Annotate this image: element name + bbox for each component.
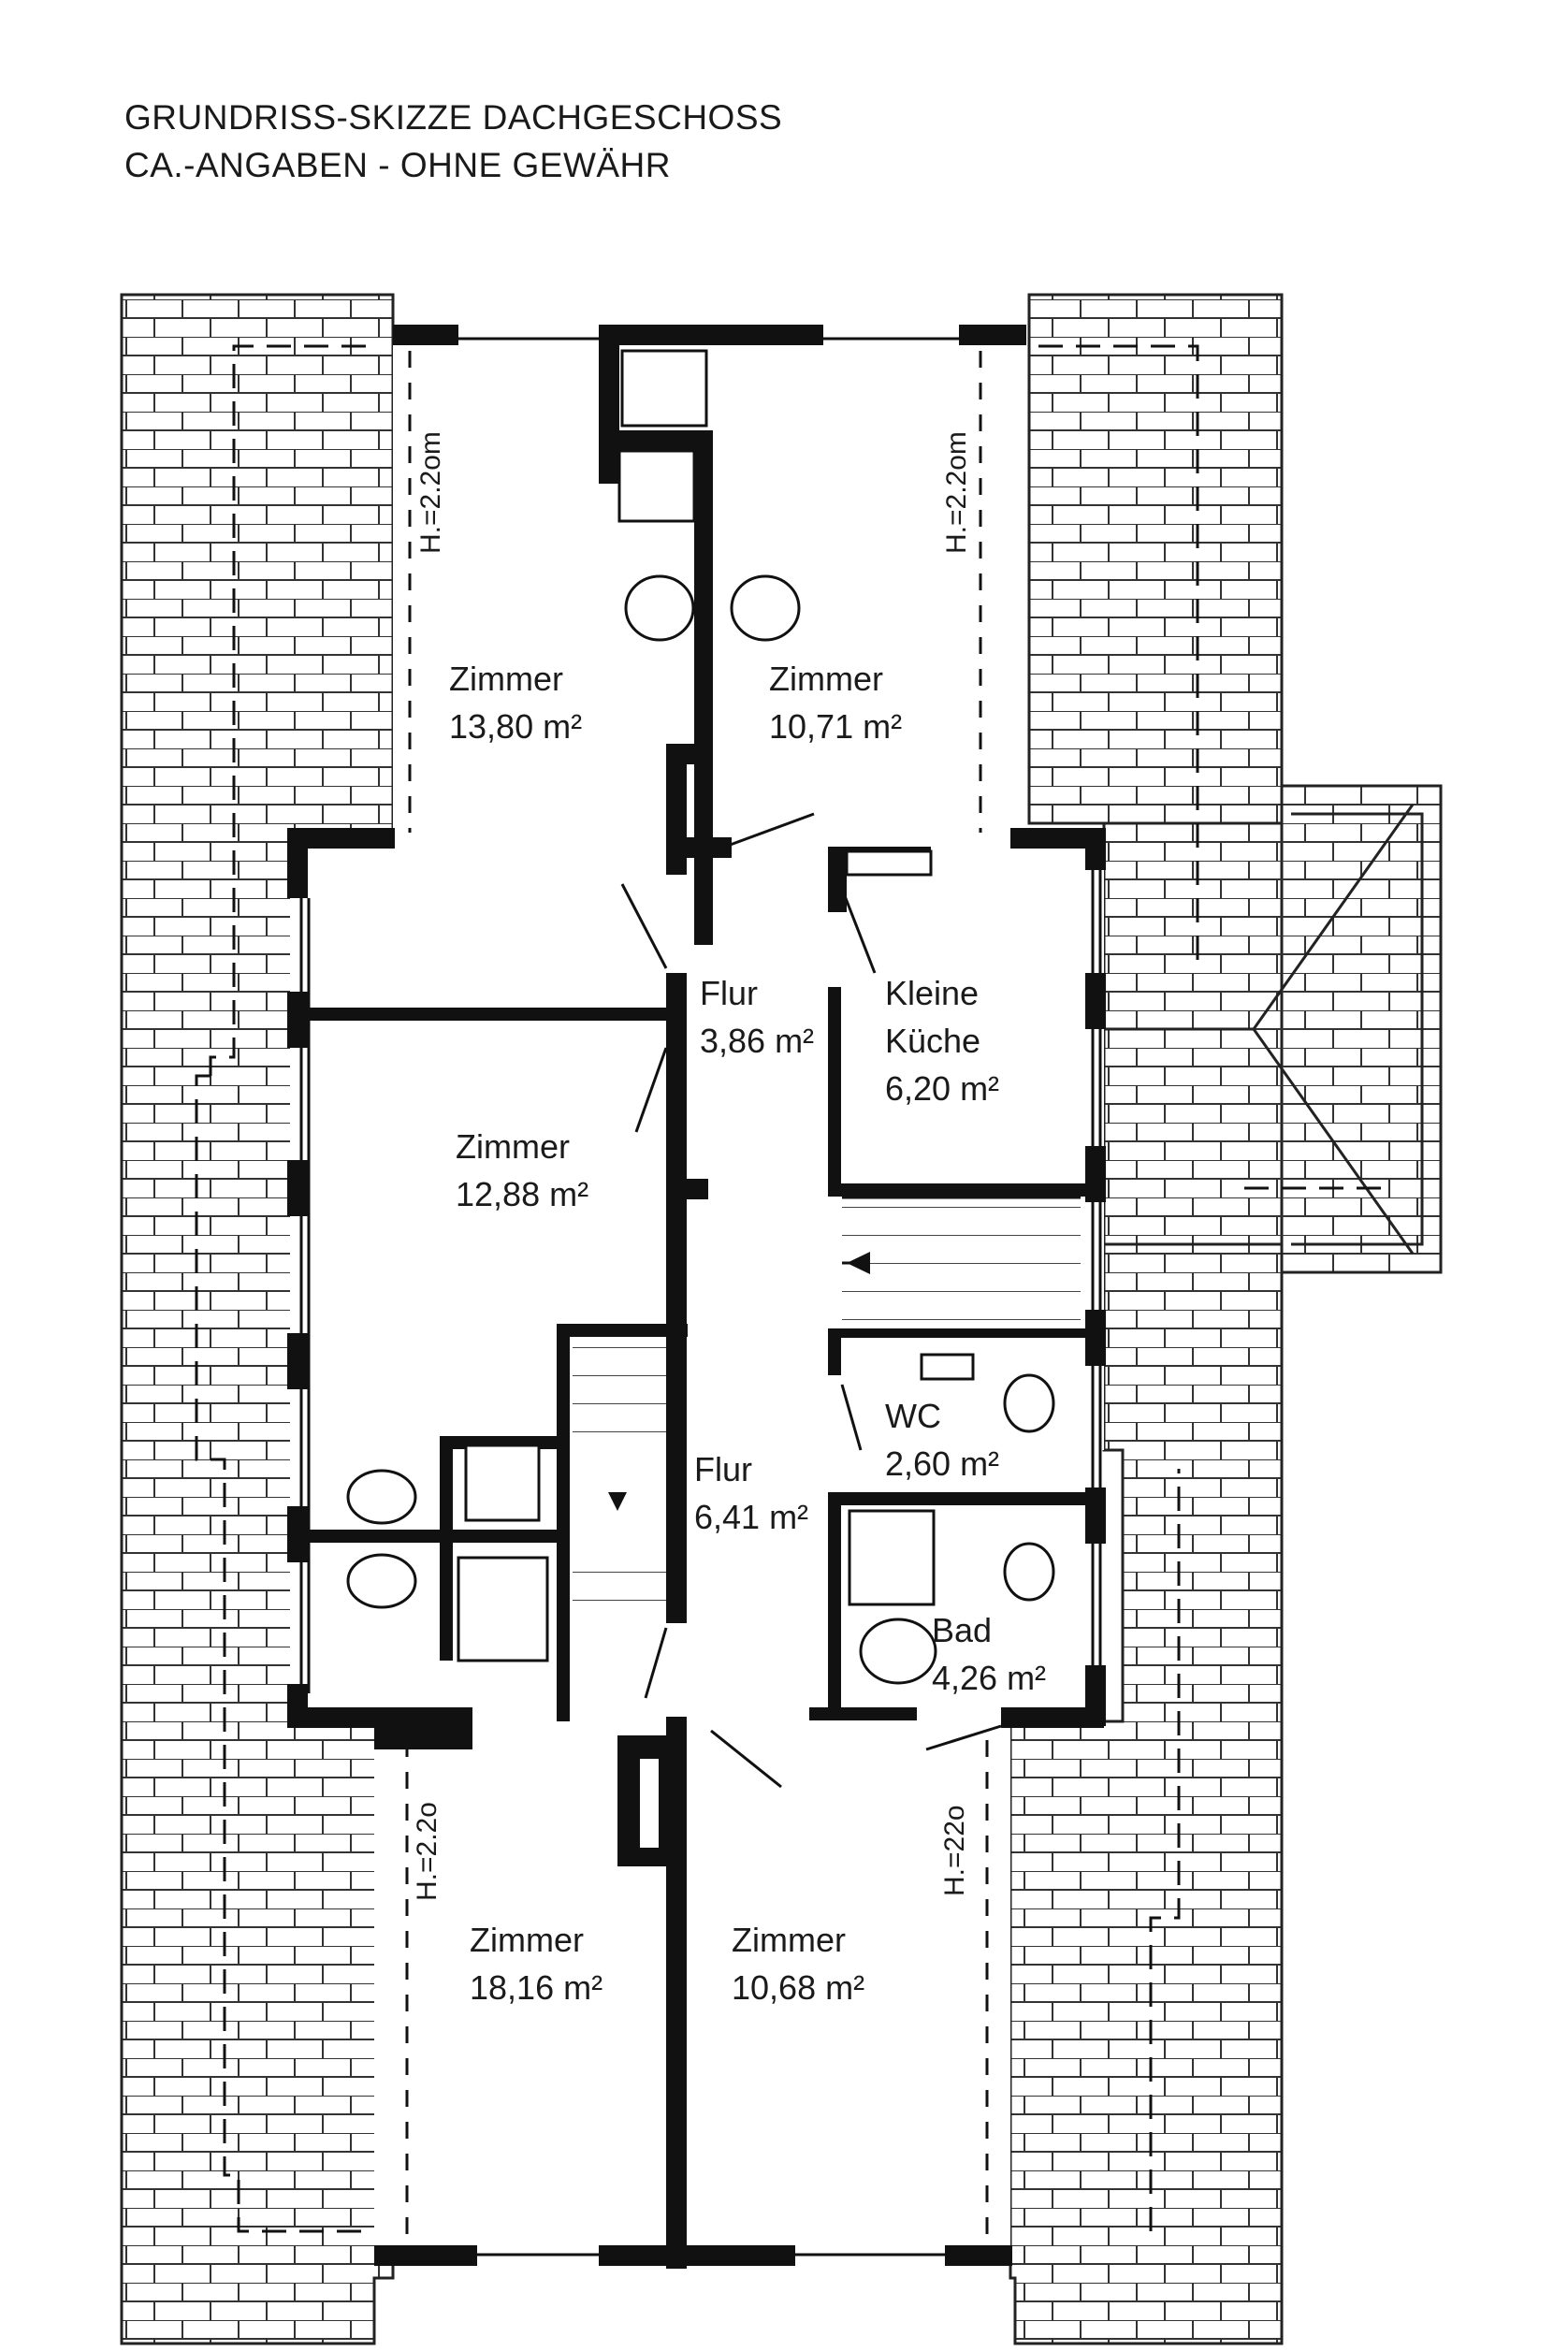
room-flur-lower: Flur 6,41 m² <box>694 1445 808 1541</box>
plan-disclaimer: CA.-ANGABEN - OHNE GEWÄHR <box>124 146 671 184</box>
room-name: Zimmer <box>456 1127 570 1166</box>
room-name: Flur <box>694 1450 752 1488</box>
door-swings <box>620 812 1002 1789</box>
room-area: 6,41 m² <box>694 1498 809 1536</box>
height-mark-top-right: H.=2.2om <box>941 431 972 554</box>
room-area: 6,20 m² <box>885 1069 1000 1108</box>
room-area: 10,71 m² <box>769 707 903 746</box>
staircases <box>573 1196 1081 1604</box>
roof-tiles <box>120 293 1443 2345</box>
room-wc: WC 2,60 m² <box>885 1392 999 1488</box>
fixtures <box>346 574 1055 1685</box>
height-mark-bottom-right: H.=22o <box>939 1805 970 1896</box>
room-bad: Bad 4,26 m² <box>932 1606 1046 1702</box>
room-area: 10,68 m² <box>732 1968 865 2007</box>
plan-title: GRUNDRISS-SKIZZE DACHGESCHOSS <box>124 98 783 137</box>
room-area: 18,16 m² <box>470 1968 603 2007</box>
room-zimmer-mid-left: Zimmer 12,88 m² <box>456 1123 588 1218</box>
walls <box>287 325 1106 2269</box>
room-zimmer-bottom-right: Zimmer 10,68 m² <box>732 1916 864 2011</box>
height-mark-top-left: H.=2.2om <box>415 431 446 554</box>
room-zimmer-top-left: Zimmer 13,80 m² <box>449 655 582 750</box>
room-area: 2,60 m² <box>885 1444 1000 1483</box>
room-zimmer-top-right: Zimmer 10,71 m² <box>769 655 902 750</box>
room-area: 3,86 m² <box>700 1022 815 1060</box>
room-flur-upper: Flur 3,86 m² <box>700 969 814 1065</box>
room-area: 13,80 m² <box>449 707 583 746</box>
height-mark-bottom-left: H.=2.2o <box>412 1802 443 1901</box>
room-name: Zimmer <box>449 660 563 698</box>
room-name: Flur <box>700 974 758 1012</box>
room-kleine-kueche: Kleine Küche 6,20 m² <box>885 969 999 1112</box>
room-area: 12,88 m² <box>456 1175 589 1213</box>
interior-floor <box>290 327 1104 2264</box>
plan-header: GRUNDRISS-SKIZZE DACHGESCHOSS CA.-ANGABE… <box>124 94 782 189</box>
room-name: Bad <box>932 1611 993 1649</box>
room-name: Zimmer <box>470 1921 584 1959</box>
room-zimmer-bottom-left: Zimmer 18,16 m² <box>470 1916 603 2011</box>
room-name: Zimmer <box>732 1921 846 1959</box>
room-name-1: Kleine <box>885 974 980 1012</box>
room-area: 4,26 m² <box>932 1659 1047 1697</box>
room-name: WC <box>885 1397 941 1435</box>
room-name: Zimmer <box>769 660 883 698</box>
room-name-2: Küche <box>885 1022 981 1060</box>
slope-lines <box>405 351 989 2241</box>
